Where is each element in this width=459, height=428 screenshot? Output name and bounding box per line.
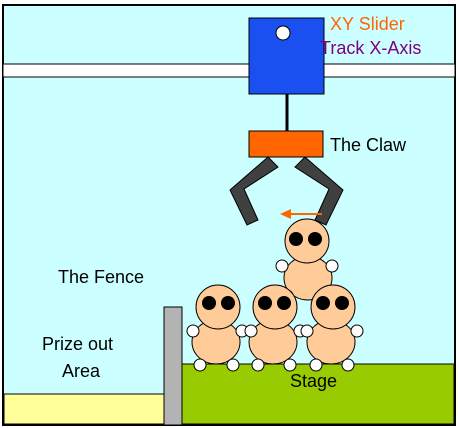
prize-right: [300, 284, 364, 372]
prize-middle: [244, 284, 307, 372]
prize-out-area: [3, 393, 165, 425]
label-the-fence: The Fence: [58, 267, 144, 287]
claw-arm-left: [229, 156, 279, 226]
slider-knob-icon: [275, 25, 291, 41]
stage-platform: [181, 363, 455, 425]
fence: [163, 306, 183, 426]
label-the-claw: The Claw: [330, 135, 407, 155]
label-track-x-axis: Track X-Axis: [320, 38, 421, 58]
prize-left: [186, 284, 249, 372]
claw-head: [248, 130, 324, 158]
label-xy-slider: XY Slider: [330, 14, 405, 34]
label-prize-out-line1: Prize out: [42, 334, 113, 354]
label-stage: Stage: [290, 371, 337, 391]
x-axis-track: [2, 63, 456, 78]
label-prize-out-line2: Area: [62, 361, 101, 381]
motion-arrow-icon: [280, 209, 291, 219]
